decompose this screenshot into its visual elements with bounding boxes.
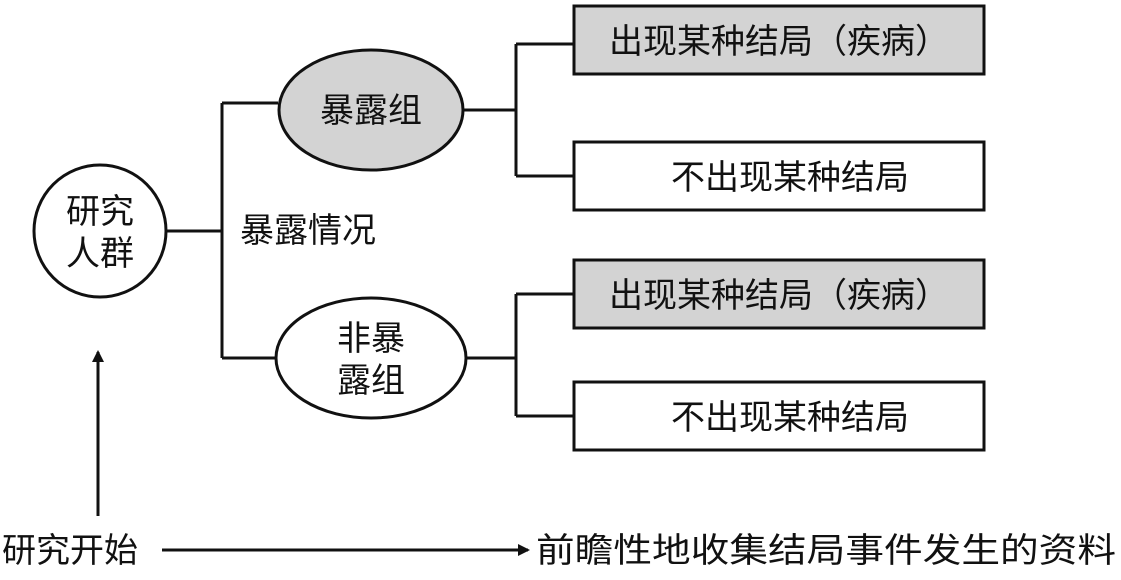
unexposed-group-label-line1: 非暴: [337, 319, 405, 359]
exposure-status-label: 暴露情况: [240, 211, 376, 251]
exposed-group-ellipse: [277, 48, 465, 172]
outcome-label-exposed-yes: 出现某种结局（疾病）: [609, 22, 949, 62]
outcome-label-exposed-no: 不出现某种结局: [671, 158, 909, 198]
connector-lines: [166, 42, 574, 418]
exposed-group-label: 暴露组: [320, 91, 422, 131]
study-start-label: 研究开始: [2, 531, 138, 571]
outcome-box-exposed-yes: [572, 4, 986, 76]
outcome-label-unexposed-yes: 出现某种结局（疾病）: [609, 276, 949, 316]
population-label-line2: 人群: [66, 234, 134, 274]
unexposed-group-label-line2: 露组: [337, 361, 405, 401]
outcome-label-unexposed-no: 不出现某种结局: [671, 398, 909, 438]
population-label-line1: 研究: [66, 192, 134, 232]
population-circle: [32, 163, 168, 299]
prospective-collection-label: 前瞻性地收集结局事件发生的资料: [536, 531, 1116, 571]
outcome-box-unexposed-yes: [572, 258, 986, 330]
outcome-box-exposed-no: [572, 140, 986, 212]
unexposed-group-ellipse: [274, 296, 468, 420]
outcome-box-unexposed-no: [572, 380, 986, 452]
